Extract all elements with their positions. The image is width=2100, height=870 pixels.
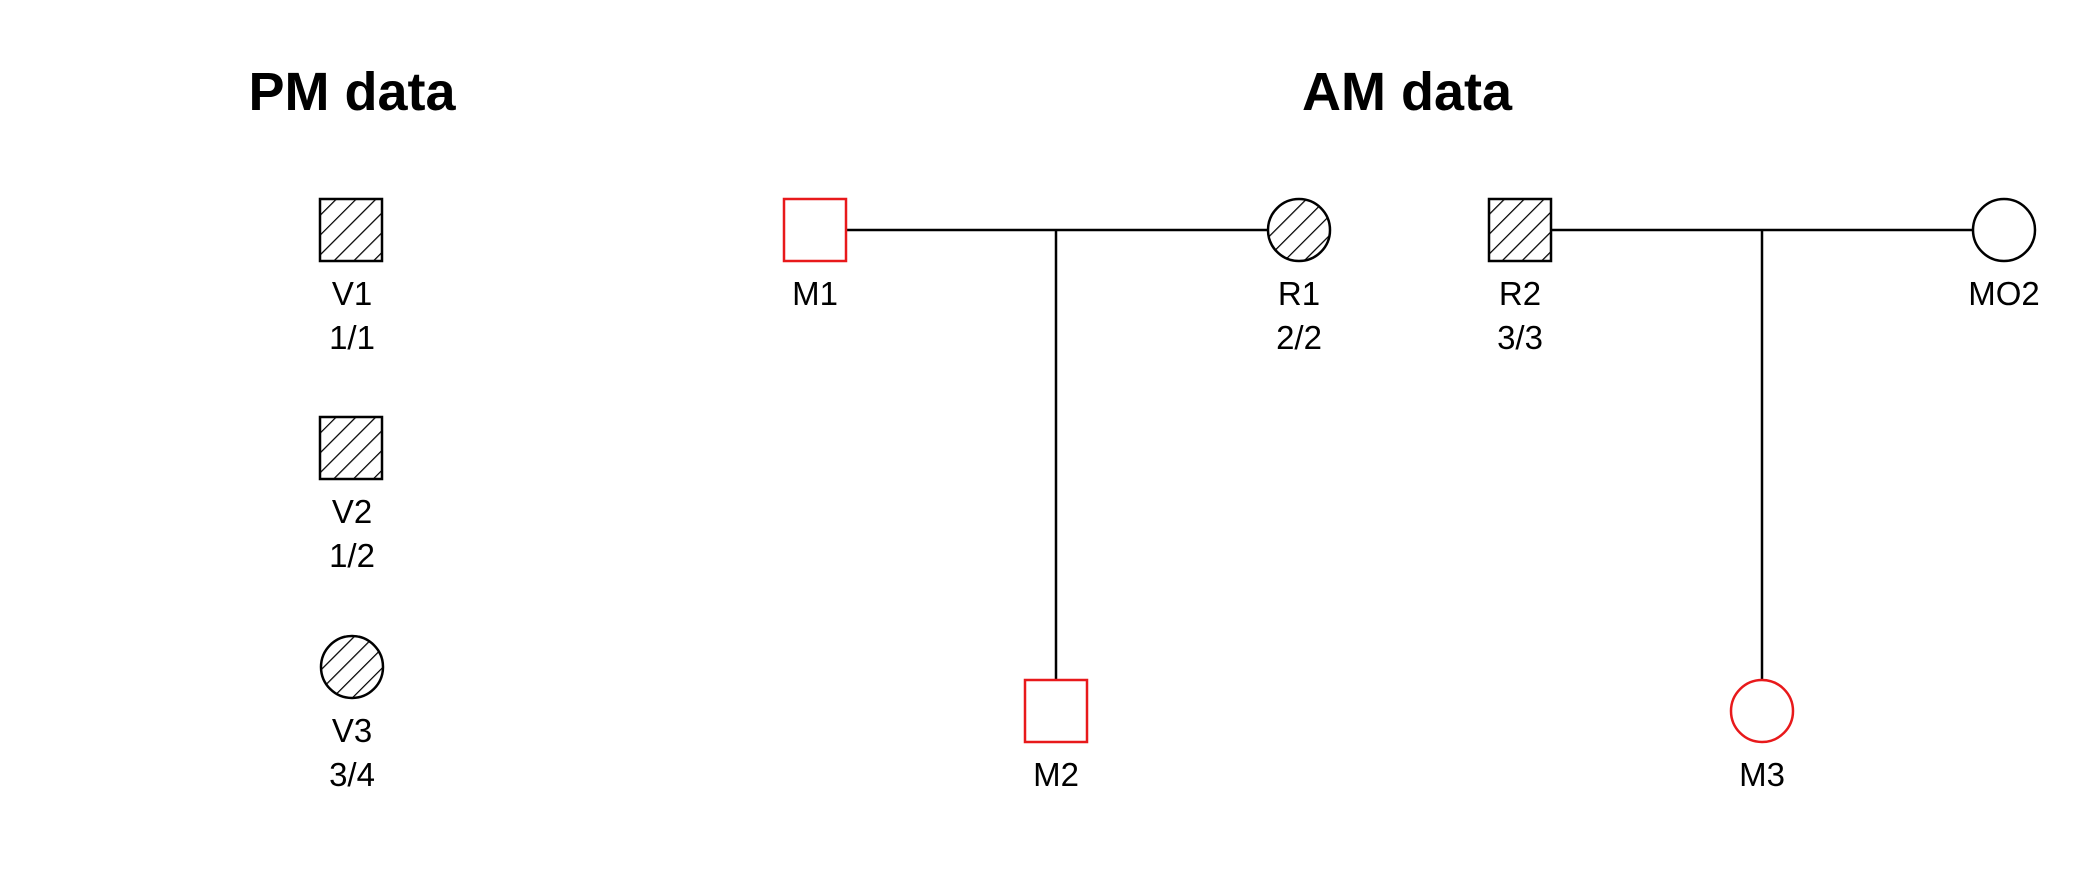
genotype-label: 2/2 bbox=[1276, 319, 1322, 356]
genotype-label: 1/2 bbox=[329, 537, 375, 574]
individual-id: V1 bbox=[332, 275, 372, 312]
individual-r1: R1 2/2 bbox=[1266, 197, 1332, 356]
male-symbol bbox=[318, 415, 384, 481]
individual-v2: V2 1/2 bbox=[318, 415, 384, 574]
male-symbol bbox=[782, 197, 848, 263]
pm-title: PM data bbox=[248, 62, 456, 122]
individual-id: R1 bbox=[1278, 275, 1320, 312]
female-symbol bbox=[1729, 678, 1795, 744]
male-symbol bbox=[1487, 197, 1553, 263]
individual-r2: R2 3/3 bbox=[1487, 197, 1553, 356]
am-title: AM data bbox=[1302, 62, 1513, 122]
male-symbol bbox=[1023, 678, 1089, 744]
individual-v3: V3 3/4 bbox=[319, 634, 385, 793]
individual-id: M3 bbox=[1739, 756, 1785, 793]
individual-m1: M1 bbox=[782, 197, 848, 312]
female-symbol bbox=[319, 634, 385, 700]
genotype-label: 1/1 bbox=[329, 319, 375, 356]
individual-id: V2 bbox=[332, 493, 372, 530]
genotype-label: 3/4 bbox=[329, 756, 375, 793]
individual-id: MO2 bbox=[1968, 275, 2040, 312]
female-symbol bbox=[1971, 197, 2037, 263]
individual-v1: V1 1/1 bbox=[318, 197, 384, 356]
individual-id: M2 bbox=[1033, 756, 1079, 793]
individual-id: V3 bbox=[332, 712, 372, 749]
female-symbol bbox=[1266, 197, 1332, 263]
individual-id: M1 bbox=[792, 275, 838, 312]
individual-m2: M2 bbox=[1023, 678, 1089, 793]
individual-mo2: MO2 bbox=[1968, 197, 2040, 312]
genotype-label: 3/3 bbox=[1497, 319, 1543, 356]
male-symbol bbox=[318, 197, 384, 263]
individual-id: R2 bbox=[1499, 275, 1541, 312]
individual-m3: M3 bbox=[1729, 678, 1795, 793]
